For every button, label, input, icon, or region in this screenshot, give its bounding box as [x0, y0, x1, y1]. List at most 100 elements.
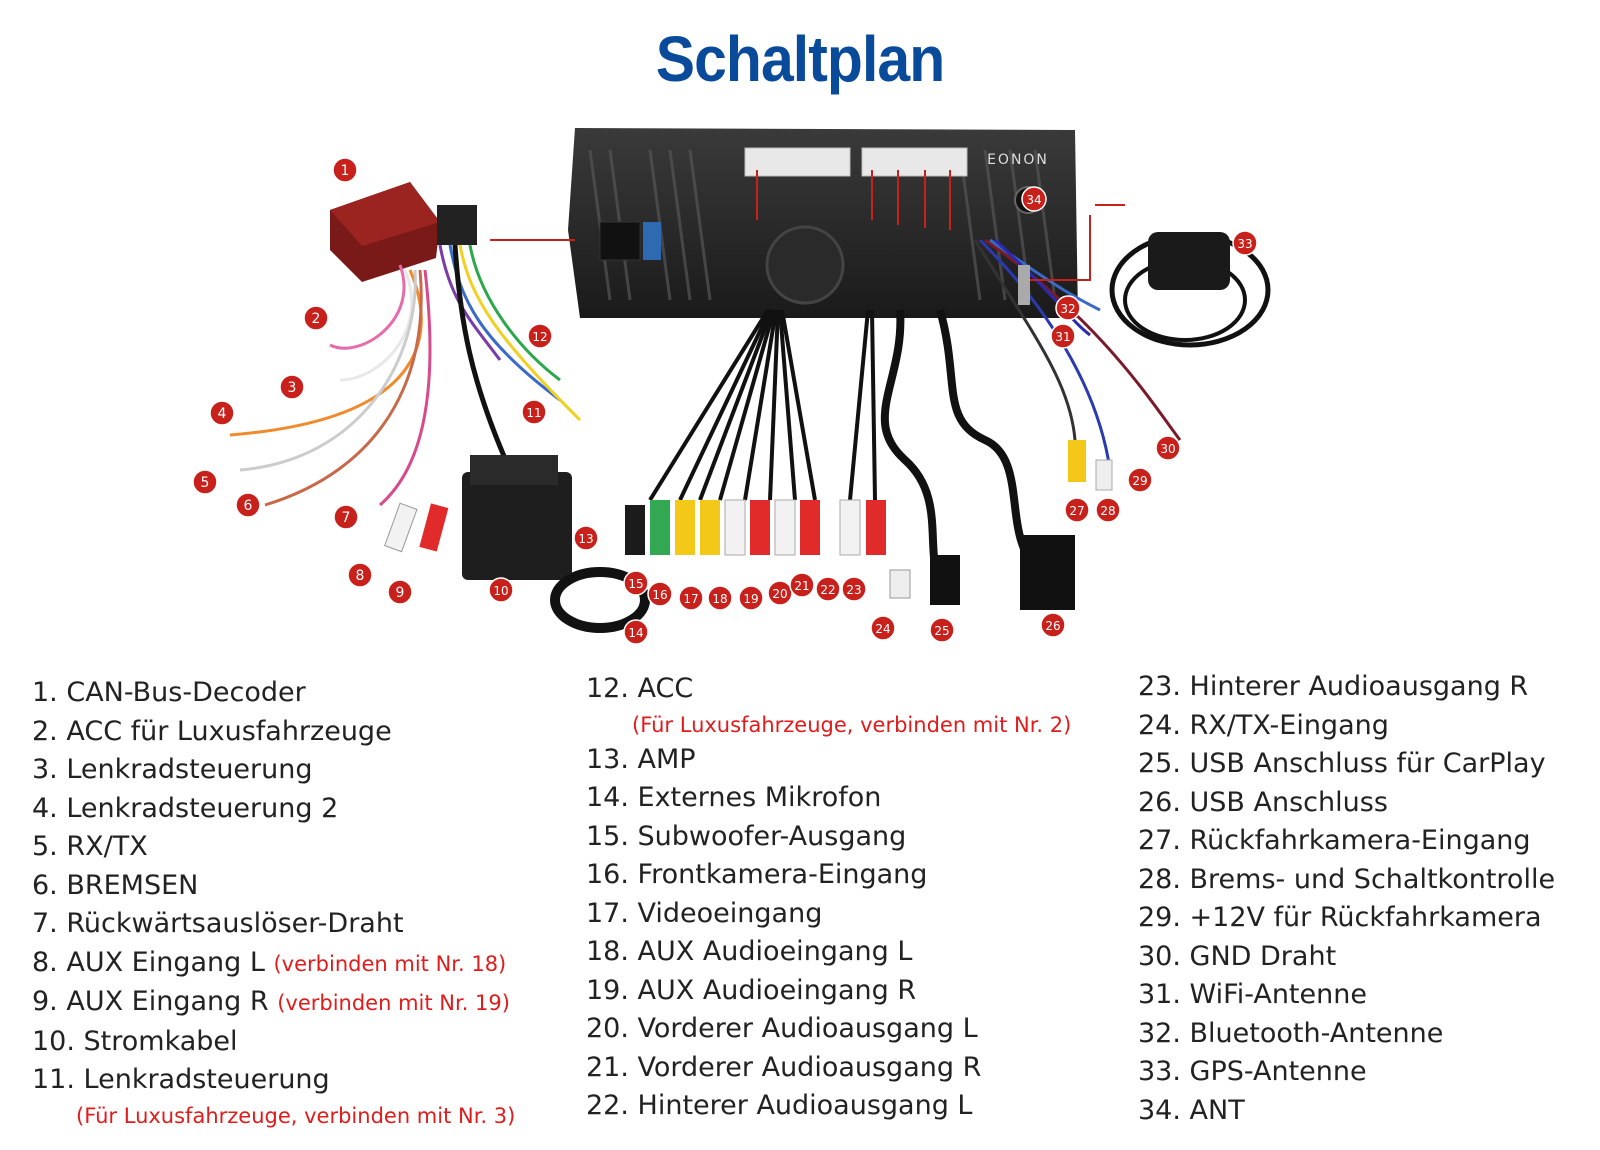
- marker-2: 2: [303, 305, 329, 331]
- legend-item-label: 33. GPS-Antenne: [1138, 1056, 1367, 1087]
- legend-item-label: 23. Hinterer Audioausgang R: [1138, 671, 1529, 702]
- legend-item: 24. RX/TX-Eingang: [1138, 707, 1555, 746]
- marker-4: 4: [209, 400, 235, 426]
- legend-item: 9. AUX Eingang R (verbinden mit Nr. 19): [32, 983, 515, 1023]
- legend-item-label: 25. USB Anschluss für CarPlay: [1138, 748, 1546, 779]
- svg-text:27: 27: [1069, 504, 1084, 518]
- legend-item-label: 18. AUX Audioeingang L: [586, 936, 913, 967]
- legend-item: 20. Vorderer Audioausgang L: [586, 1010, 1071, 1049]
- legend-column-1: 1. CAN-Bus-Decoder 2. ACC für Luxusfahrze…: [32, 674, 515, 1132]
- marker-32: 32: [1055, 295, 1081, 321]
- legend-item-label: 15. Subwoofer-Ausgang: [586, 820, 907, 852]
- svg-text:7: 7: [342, 510, 351, 526]
- usb-cables: [880, 308, 1043, 593]
- marker-13: 13: [573, 525, 599, 551]
- marker-33: 33: [1232, 230, 1258, 256]
- microphone-cable-coil: [550, 567, 650, 633]
- legend-item-label: 14. Externes Mikrofon: [586, 782, 882, 813]
- svg-text:21: 21: [794, 579, 809, 593]
- svg-text:6: 6: [244, 498, 253, 514]
- marker-9: 9: [387, 579, 413, 605]
- svg-text:18: 18: [712, 592, 727, 606]
- legend-item-label: 17. Videoeingang: [586, 897, 823, 929]
- legend-item-label: 1. CAN-Bus-Decoder: [32, 677, 306, 708]
- legend-item-label: 6. BREMSEN: [32, 869, 199, 901]
- gps-antenna: [1109, 232, 1271, 348]
- legend-item-label: 2. ACC für Luxusfahrzeuge: [32, 715, 392, 747]
- legend-item: 21. Vorderer Audioausgang R: [586, 1049, 1071, 1088]
- can-bus-decoder-box: [330, 182, 440, 282]
- marker-28: 28: [1095, 497, 1121, 523]
- svg-text:20: 20: [772, 587, 787, 601]
- legend-item-label: 34. ANT: [1138, 1094, 1245, 1126]
- marker-8: 8: [347, 562, 373, 588]
- legend-item: 7. Rückwärtsauslöser-Draht: [32, 905, 515, 944]
- legend-item-label: 24. RX/TX-Eingang: [1138, 709, 1389, 741]
- legend-item-label: 29. +12V für Rückfahrkamera: [1138, 902, 1542, 933]
- legend-item-label: 28. Brems- und Schaltkontrolle: [1138, 863, 1556, 895]
- legend-item: 14. Externes Mikrofon: [586, 779, 1071, 818]
- legend-item: 8. AUX Eingang L (verbinden mit Nr. 18): [32, 944, 515, 984]
- legend-item-label: 11. Lenkradsteuerung: [32, 1064, 330, 1095]
- marker-3: 3: [279, 374, 305, 400]
- legend-item: 33. GPS-Antenne: [1138, 1053, 1555, 1092]
- svg-text:13: 13: [578, 532, 593, 546]
- legend-item: 16. Frontkamera-Eingang: [586, 856, 1071, 895]
- legend-item-label: 5. RX/TX: [32, 831, 148, 862]
- legend-item-label: 13. AMP: [586, 743, 696, 775]
- svg-text:8: 8: [356, 568, 365, 584]
- marker-6: 6: [235, 492, 261, 518]
- svg-text:16: 16: [652, 588, 667, 602]
- legend-item: 19. AUX Audioeingang R: [586, 972, 1071, 1011]
- legend-item-label: 3. Lenkradsteuerung: [32, 754, 313, 785]
- marker-19: 19: [738, 585, 764, 611]
- legend-item: 6. BREMSEN: [32, 867, 515, 906]
- marker-23: 23: [841, 576, 867, 602]
- svg-text:5: 5: [201, 475, 210, 491]
- svg-text:26: 26: [1045, 619, 1060, 633]
- wiring-harness: [229, 239, 582, 507]
- svg-text:10: 10: [493, 584, 508, 598]
- legend-item-subnote: (Für Luxusfahrzeuge, verbinden mit Nr. 2…: [632, 712, 1072, 737]
- svg-text:14: 14: [628, 626, 643, 640]
- legend-item-label: 19. AUX Audioeingang R: [586, 974, 917, 1006]
- legend-item-label: 10. Stromkabel: [32, 1025, 238, 1057]
- svg-text:19: 19: [743, 592, 758, 606]
- marker-25: 25: [929, 617, 955, 643]
- legend-item-label: 20. Vorderer Audioausgang L: [586, 1013, 978, 1044]
- legend-item: 27. Rückfahrkamera-Eingang: [1138, 822, 1555, 861]
- legend-item-label: 32. Bluetooth-Antenne: [1138, 1017, 1444, 1049]
- legend-item: 28. Brems- und Schaltkontrolle: [1138, 861, 1555, 900]
- marker-34: 34: [1021, 186, 1047, 212]
- legend-item-subnote: (Für Luxusfahrzeuge, verbinden mit Nr. 3…: [76, 1103, 516, 1128]
- svg-text:29: 29: [1132, 474, 1147, 488]
- legend-item-label: 4. Lenkradsteuerung 2: [32, 792, 339, 824]
- brand-logo: EONON: [987, 152, 1049, 168]
- marker-31: 31: [1050, 323, 1076, 349]
- legend-item: 2. ACC für Luxusfahrzeuge: [32, 713, 515, 752]
- marker-17: 17: [678, 585, 704, 611]
- svg-text:22: 22: [820, 583, 835, 597]
- marker-26: 26: [1040, 612, 1066, 638]
- svg-text:33: 33: [1237, 237, 1252, 251]
- wiring-diagram: EONON: [192, 128, 1271, 645]
- marker-12: 12: [527, 323, 553, 349]
- svg-text:24: 24: [875, 622, 890, 636]
- marker-24: 24: [870, 615, 896, 641]
- legend-item: 29. +12V für Rückfahrkamera: [1138, 899, 1555, 938]
- legend-item-label: 21. Vorderer Audioausgang R: [586, 1051, 982, 1083]
- iso-connector: [437, 205, 477, 245]
- svg-text:34: 34: [1026, 193, 1041, 207]
- legend-item-note: (verbinden mit Nr. 18): [273, 951, 507, 976]
- marker-18: 18: [707, 585, 733, 611]
- legend-item: 17. Videoeingang: [586, 895, 1071, 934]
- svg-text:12: 12: [532, 330, 547, 344]
- svg-text:25: 25: [934, 624, 949, 638]
- legend-item: 31. WiFi-Antenne: [1138, 976, 1555, 1015]
- marker-22: 22: [815, 576, 841, 602]
- marker-15: 15: [623, 570, 649, 596]
- legend-item: 25. USB Anschluss für CarPlay: [1138, 745, 1555, 784]
- marker-1: 1: [332, 157, 358, 183]
- marker-20: 20: [767, 580, 793, 606]
